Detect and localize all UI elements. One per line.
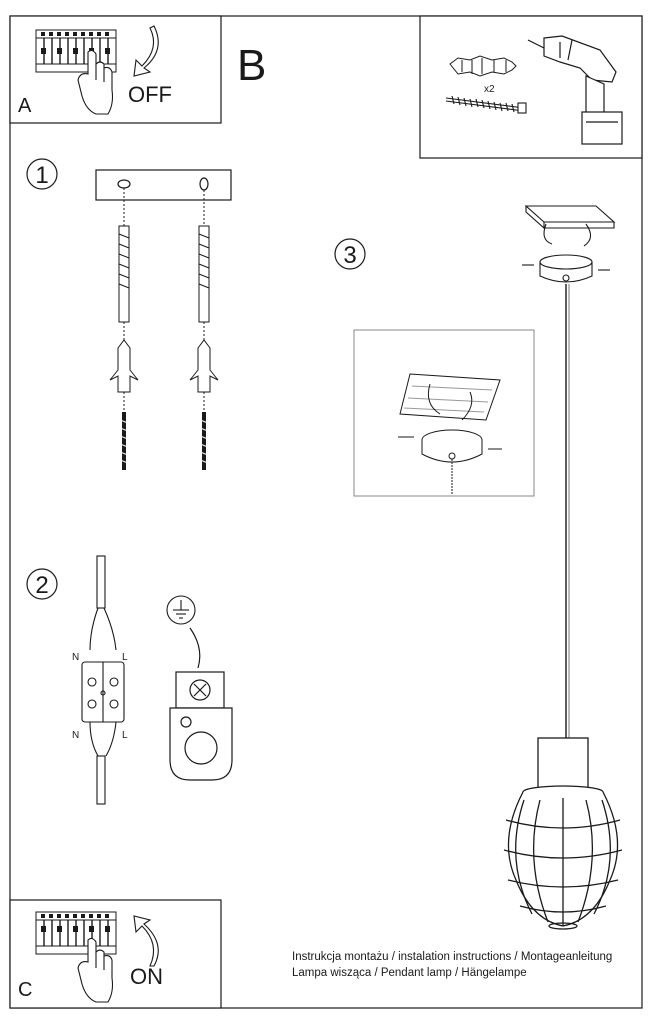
footer-instructions-line: Instrukcja montażu / instalation instruc… — [292, 951, 613, 963]
page-frame — [9, 15, 643, 1009]
anchor-count: x2 — [484, 84, 495, 95]
panel-a: A OFF — [9, 15, 222, 124]
neutral-label-bottom: N — [72, 730, 79, 741]
screw-and-anchor-right — [189, 190, 219, 470]
lamp-shade — [503, 737, 623, 930]
tools-panel: x2 — [419, 15, 643, 159]
step-2: 2 N L N L — [26, 555, 233, 805]
neutral-label-top: N — [72, 652, 79, 663]
wall-anchor-icon — [449, 55, 517, 77]
drill-icon — [527, 35, 623, 145]
panel-b-letter: B — [237, 41, 266, 90]
switch-up-arrow-icon — [133, 915, 159, 967]
hand-icon — [77, 937, 114, 1003]
screw-icon — [445, 95, 527, 114]
hand-icon — [77, 49, 114, 115]
canopy-detail-inset — [353, 329, 535, 497]
canopy-assembly — [522, 205, 616, 283]
panel-c-letter: C — [18, 979, 32, 1001]
live-label-top: L — [122, 652, 128, 663]
step-2-number: 2 — [35, 572, 48, 599]
terminal-block — [81, 555, 125, 805]
circuit-breaker-icon — [35, 911, 117, 955]
ground-clamp-icon — [169, 671, 233, 781]
step-1: 1 — [26, 158, 232, 470]
ground-symbol-icon — [166, 595, 196, 625]
panel-c: C ON — [9, 899, 222, 1009]
step-3-number: 3 — [343, 242, 356, 269]
live-label-bottom: L — [122, 730, 128, 741]
step-1-number: 1 — [35, 162, 48, 189]
mounting-bar — [95, 169, 232, 201]
panel-a-letter: A — [18, 95, 32, 117]
step-3: 3 — [334, 205, 623, 930]
footer-product-line: Lampa wisząca / Pendant lamp / Hängelamp… — [292, 967, 527, 979]
ground-wire — [189, 627, 201, 669]
screw-and-anchor-left — [109, 188, 139, 470]
panel-c-action: ON — [130, 964, 163, 989]
switch-down-arrow-icon — [133, 25, 159, 77]
panel-a-action: OFF — [128, 82, 172, 107]
